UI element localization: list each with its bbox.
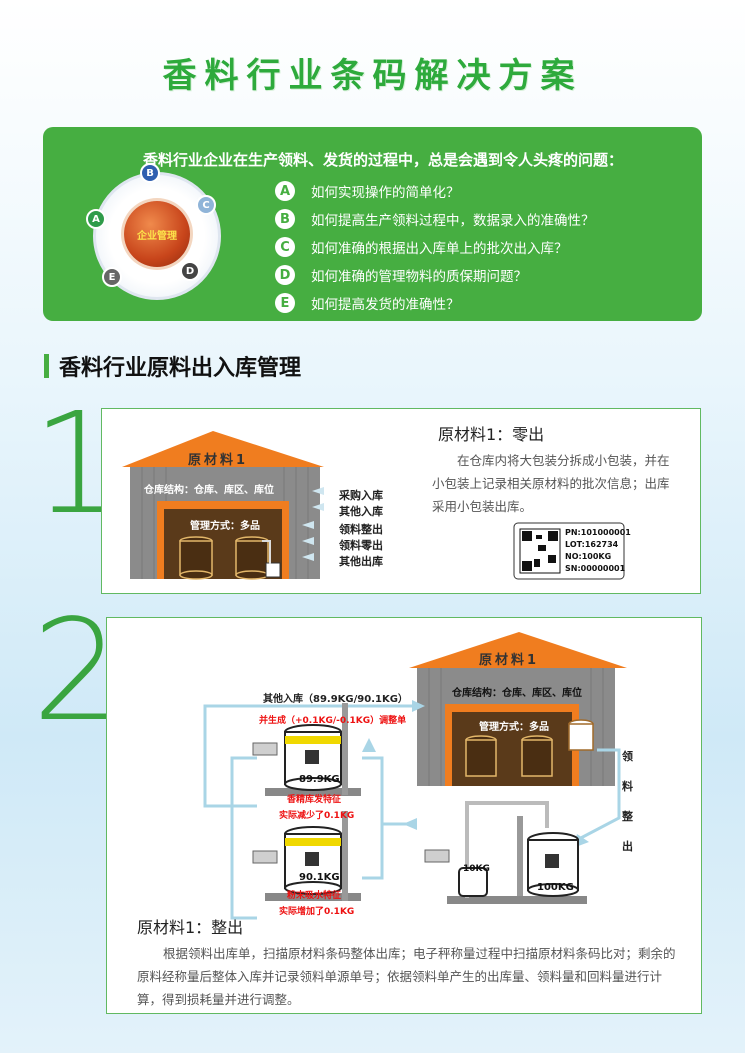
barrel-1-weight: 89.9KG	[299, 774, 340, 785]
label-no: NO:100KG	[565, 552, 612, 561]
panel-1-heading: 原材料1：零出	[438, 425, 545, 444]
barrel-2-note: 实际增加了0.1KG	[279, 907, 355, 917]
label-lot: LOT:162734	[565, 540, 619, 549]
panel-2: 原材料1 仓库结构：仓库、库区、库位 管理方式：多品 其他入库（89.9KG/9…	[106, 617, 702, 1014]
big-barrel-weight: 100KG	[537, 882, 574, 893]
panel-1-body: 在仓库内将大包装分拆成小包装，并在小包装上记录相关原材料的批次信息；出库采用小包…	[432, 453, 670, 514]
question-text: 如何提高发货的准确性？	[311, 297, 460, 313]
label-pn: PN:101000001	[565, 528, 631, 537]
vertical-char: 整	[622, 810, 633, 823]
adjust-note: 并生成（+0.1KG/-0.1KG）调整单	[259, 716, 407, 726]
core-management: 企业管理	[124, 201, 190, 267]
section-bar	[44, 354, 49, 378]
section-title-text: 香料行业原料出入库管理	[59, 356, 302, 381]
flow-purchase-in: 采购入库	[339, 489, 383, 502]
question-text: 如何准确的管理物料的质保期问题？	[311, 269, 527, 285]
vertical-char: 料	[622, 780, 633, 793]
vertical-char: 出	[622, 840, 633, 853]
question-item: E 如何提高发货的准确性？	[275, 289, 595, 317]
warehouse-1-structure: 仓库结构：仓库、库区、库位	[144, 485, 274, 496]
badge-b: B	[275, 209, 295, 229]
vertical-flow-label: 领 料 整 出	[622, 742, 636, 862]
flow-other-in: 其他入库	[339, 505, 383, 518]
badge-d: D	[275, 265, 295, 285]
weighing-process-graphic	[203, 632, 627, 920]
panel-2-heading: 原材料1：整出	[137, 918, 244, 937]
panel-2-body: 根据领料出库单，扫描原材料条码整体出库；电子秤称量过程中扫描原材料条码比对；剩余…	[137, 946, 676, 1007]
intro-panel: 香料行业企业在生产领料、发货的过程中，总是会遇到令人头疼的问题： 企业管理 B …	[43, 127, 702, 321]
other-in-label: 其他入库（89.9KG/90.1KG）	[263, 694, 408, 705]
warehouse-2-structure: 仓库结构：仓库、库区、库位	[452, 688, 582, 699]
small-can-weight: 10KG	[463, 864, 490, 874]
panel-1: 原材料1 仓库结构：仓库、库区、库位 管理方式：多品 采购入库 其他入库 领料整…	[101, 408, 701, 594]
barrel-1-tag: 香精库发特征	[287, 795, 342, 805]
flow-other-out: 其他出库	[339, 555, 383, 568]
barcode-label-text: PN:101000001 LOT:162734 NO:100KG SN:0000…	[565, 527, 631, 575]
flow-whole-out: 领料整出	[339, 523, 383, 536]
page-title: 香料行业条码解决方案	[162, 56, 583, 96]
question-item: C 如何准确的根据出入库单上的批次出入库？	[275, 233, 595, 261]
warehouse-2-roof: 原材料1	[479, 653, 540, 668]
question-list: A 如何实现操作的简单化？ B 如何提高生产领料过程中，数据录入的准确性？ C 如何准…	[275, 177, 595, 317]
barrel-2-weight: 90.1KG	[299, 872, 340, 883]
question-item: A 如何实现操作的简单化？	[275, 177, 595, 205]
warehouse-1-graphic	[122, 431, 625, 580]
question-text: 如何实现操作的简单化？	[311, 185, 460, 201]
vertical-char: 领	[622, 750, 633, 763]
node-a: A	[86, 209, 106, 229]
node-b: B	[140, 163, 160, 183]
node-d: D	[180, 261, 200, 281]
warehouse-2-mode: 管理方式：多品	[479, 722, 549, 733]
badge-a: A	[275, 181, 295, 201]
question-item: B 如何提高生产领料过程中，数据录入的准确性？	[275, 205, 595, 233]
badge-c: C	[275, 237, 295, 257]
badge-e: E	[275, 293, 295, 313]
label-sn: SN:00000001	[565, 564, 626, 573]
warehouse-1-mode: 管理方式：多品	[190, 521, 260, 532]
barrel-1-note: 实际减少了0.1KG	[279, 811, 355, 821]
question-item: D 如何准确的管理物料的质保期问题？	[275, 261, 595, 289]
management-orbit: 企业管理 B C D E A	[86, 163, 221, 300]
section-title: 香料行业原料出入库管理	[44, 350, 301, 382]
intro-heading: 香料行业企业在生产领料、发货的过程中，总是会遇到令人头疼的问题：	[142, 151, 623, 169]
node-c: C	[196, 195, 216, 215]
warehouse-1-roof: 原材料1	[188, 453, 249, 468]
question-text: 如何准确的根据出入库单上的批次出入库？	[311, 241, 568, 257]
node-e: E	[102, 267, 122, 287]
question-text: 如何提高生产领料过程中，数据录入的准确性？	[311, 213, 595, 229]
flow-partial-out: 领料零出	[339, 539, 383, 552]
barrel-2-tag: 粉末吸水特征	[287, 891, 342, 901]
